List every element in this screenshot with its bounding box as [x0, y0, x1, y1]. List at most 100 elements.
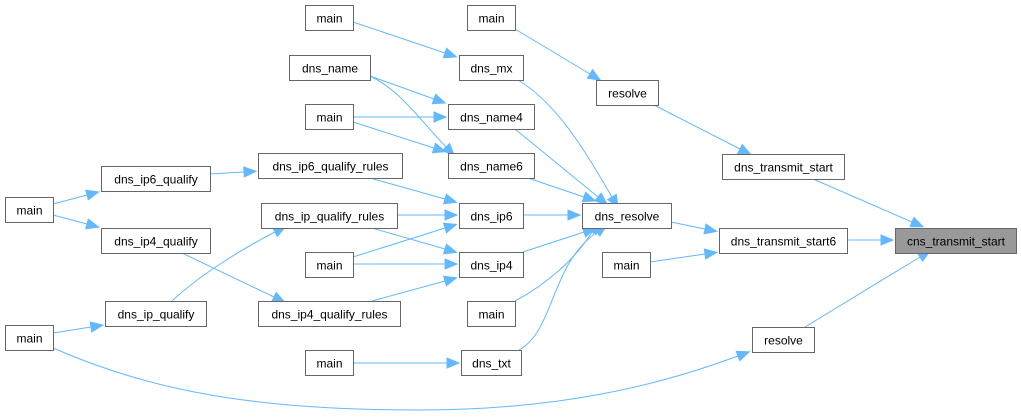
node-box[interactable]: [448, 104, 535, 130]
node-main[interactable]: main: [305, 350, 354, 376]
node-dns-ip6-qualify[interactable]: dns_ip6_qualify: [101, 166, 211, 192]
node-box[interactable]: [467, 5, 516, 31]
node-dns-ip-qualify[interactable]: dns_ip_qualify: [105, 301, 207, 327]
node-label: dns_ip4_qualify_rules: [271, 308, 387, 322]
edge-main_c-to-dns_name4: [353, 111, 448, 123]
node-dns-name[interactable]: dns_name: [289, 55, 371, 81]
edge-resolve_b-to-cns_transmit_start: [804, 250, 932, 328]
node-main[interactable]: main: [305, 252, 354, 278]
node-label: main: [316, 357, 342, 371]
edge-line: [369, 177, 446, 200]
node-label: main: [16, 204, 42, 218]
arrowhead-icon: [442, 275, 458, 287]
node-dns-ip4[interactable]: dns_ip4: [459, 252, 524, 278]
node-dns-ip6[interactable]: dns_ip6: [459, 203, 524, 229]
node-box[interactable]: [752, 327, 815, 353]
edge-line: [52, 326, 92, 334]
arrowhead-icon: [431, 93, 447, 105]
node-resolve[interactable]: resolve: [596, 80, 659, 106]
node-box[interactable]: [5, 325, 54, 351]
node-dns-transmit-start[interactable]: dns_transmit_start: [722, 154, 845, 180]
node-box[interactable]: [101, 166, 211, 192]
arrowhead-icon: [703, 223, 719, 235]
node-dns-resolve[interactable]: dns_resolve: [582, 203, 672, 229]
node-box[interactable]: [258, 301, 401, 327]
node-label: dns_txt: [472, 357, 511, 371]
edge-dns_ip_qualify_rules-to-dns_ip4: [371, 227, 458, 255]
arrowhead-icon: [567, 209, 582, 221]
edge-line: [171, 231, 276, 302]
arrowhead-icon: [735, 350, 751, 362]
node-main[interactable]: main: [467, 5, 516, 31]
node-box[interactable]: [582, 203, 672, 229]
node-box[interactable]: [602, 252, 651, 278]
node-dns-ip4-qualify[interactable]: dns_ip4_qualify: [101, 228, 211, 254]
arrowhead-icon: [442, 222, 458, 234]
node-box[interactable]: [459, 252, 524, 278]
node-label: main: [16, 332, 42, 346]
node-dns-name6[interactable]: dns_name6: [448, 153, 535, 179]
node-resolve[interactable]: resolve: [752, 327, 815, 353]
node-box[interactable]: [305, 350, 354, 376]
node-main[interactable]: main: [305, 104, 354, 130]
node-main[interactable]: main: [305, 5, 354, 31]
edge-line: [209, 171, 245, 175]
edge-line: [527, 177, 585, 198]
node-dns-ip-qualify-rules[interactable]: dns_ip_qualify_rules: [261, 203, 398, 229]
edge-line: [518, 231, 598, 351]
node-box[interactable]: [467, 301, 516, 327]
node-box[interactable]: [305, 5, 354, 31]
edge-line: [371, 280, 446, 302]
node-dns-mx[interactable]: dns_mx: [459, 55, 524, 81]
node-box[interactable]: [448, 153, 535, 179]
edge-main_d-to-dns_ip6_qualify: [52, 189, 100, 205]
node-box[interactable]: [719, 228, 848, 254]
node-dns-transmit-start6[interactable]: dns_transmit_start6: [719, 228, 848, 254]
edge-line: [804, 256, 921, 328]
node-box[interactable]: [105, 301, 207, 327]
node-box[interactable]: [722, 154, 845, 180]
node-main[interactable]: main: [602, 252, 651, 278]
edge-main_h-to-dns_ip_qualify: [52, 321, 105, 334]
edge-line: [369, 75, 435, 100]
edge-main_e-to-dns_ip4: [353, 258, 459, 270]
node-dns-ip6-qualify-rules[interactable]: dns_ip6_qualify_rules: [258, 153, 403, 179]
edge-main_a-to-dns_mx: [352, 21, 458, 59]
node-dns-txt[interactable]: dns_txt: [461, 350, 522, 376]
node-dns-name4[interactable]: dns_name4: [448, 104, 535, 130]
node-label: main: [316, 111, 342, 125]
arrowhead-icon: [586, 68, 602, 81]
node-box[interactable]: [596, 80, 659, 106]
arrowhead-icon: [431, 142, 447, 154]
node-box[interactable]: [261, 203, 398, 229]
node-label: dns_ip4: [470, 259, 512, 273]
node-box[interactable]: [305, 104, 354, 130]
node-box[interactable]: [101, 228, 211, 254]
arrowhead-icon: [593, 192, 609, 206]
edge-line: [517, 79, 613, 198]
arrowhead-icon: [442, 243, 458, 255]
node-main[interactable]: main: [5, 325, 54, 351]
node-box[interactable]: [5, 197, 54, 223]
node-label: dns_ip6_qualify: [114, 173, 197, 187]
edge-dns_transmit_start6-to-cns_transmit_start: [847, 234, 895, 246]
node-label: dns_transmit_start: [734, 161, 833, 175]
edge-dns_txt-to-dns_resolve: [518, 224, 608, 351]
node-main[interactable]: main: [5, 197, 54, 223]
node-label: dns_ip_qualify_rules: [275, 210, 384, 224]
node-box[interactable]: [459, 55, 524, 81]
edge-line: [371, 227, 446, 250]
node-main[interactable]: main: [467, 301, 516, 327]
node-cns-transmit-start[interactable]: cns_transmit_start: [895, 228, 1017, 254]
node-box[interactable]: [289, 55, 371, 81]
node-box[interactable]: [461, 350, 522, 376]
node-box[interactable]: [895, 228, 1017, 254]
node-box[interactable]: [459, 203, 524, 229]
arrowhead-icon: [243, 166, 258, 178]
edge-dns_transmit_start-to-cns_transmit_start: [812, 178, 925, 228]
edge-main_c-to-dns_name6: [352, 121, 447, 154]
node-box[interactable]: [258, 153, 403, 179]
node-dns-ip4-qualify-rules[interactable]: dns_ip4_qualify_rules: [258, 301, 401, 327]
edge-line: [670, 221, 706, 230]
node-box[interactable]: [305, 252, 354, 278]
